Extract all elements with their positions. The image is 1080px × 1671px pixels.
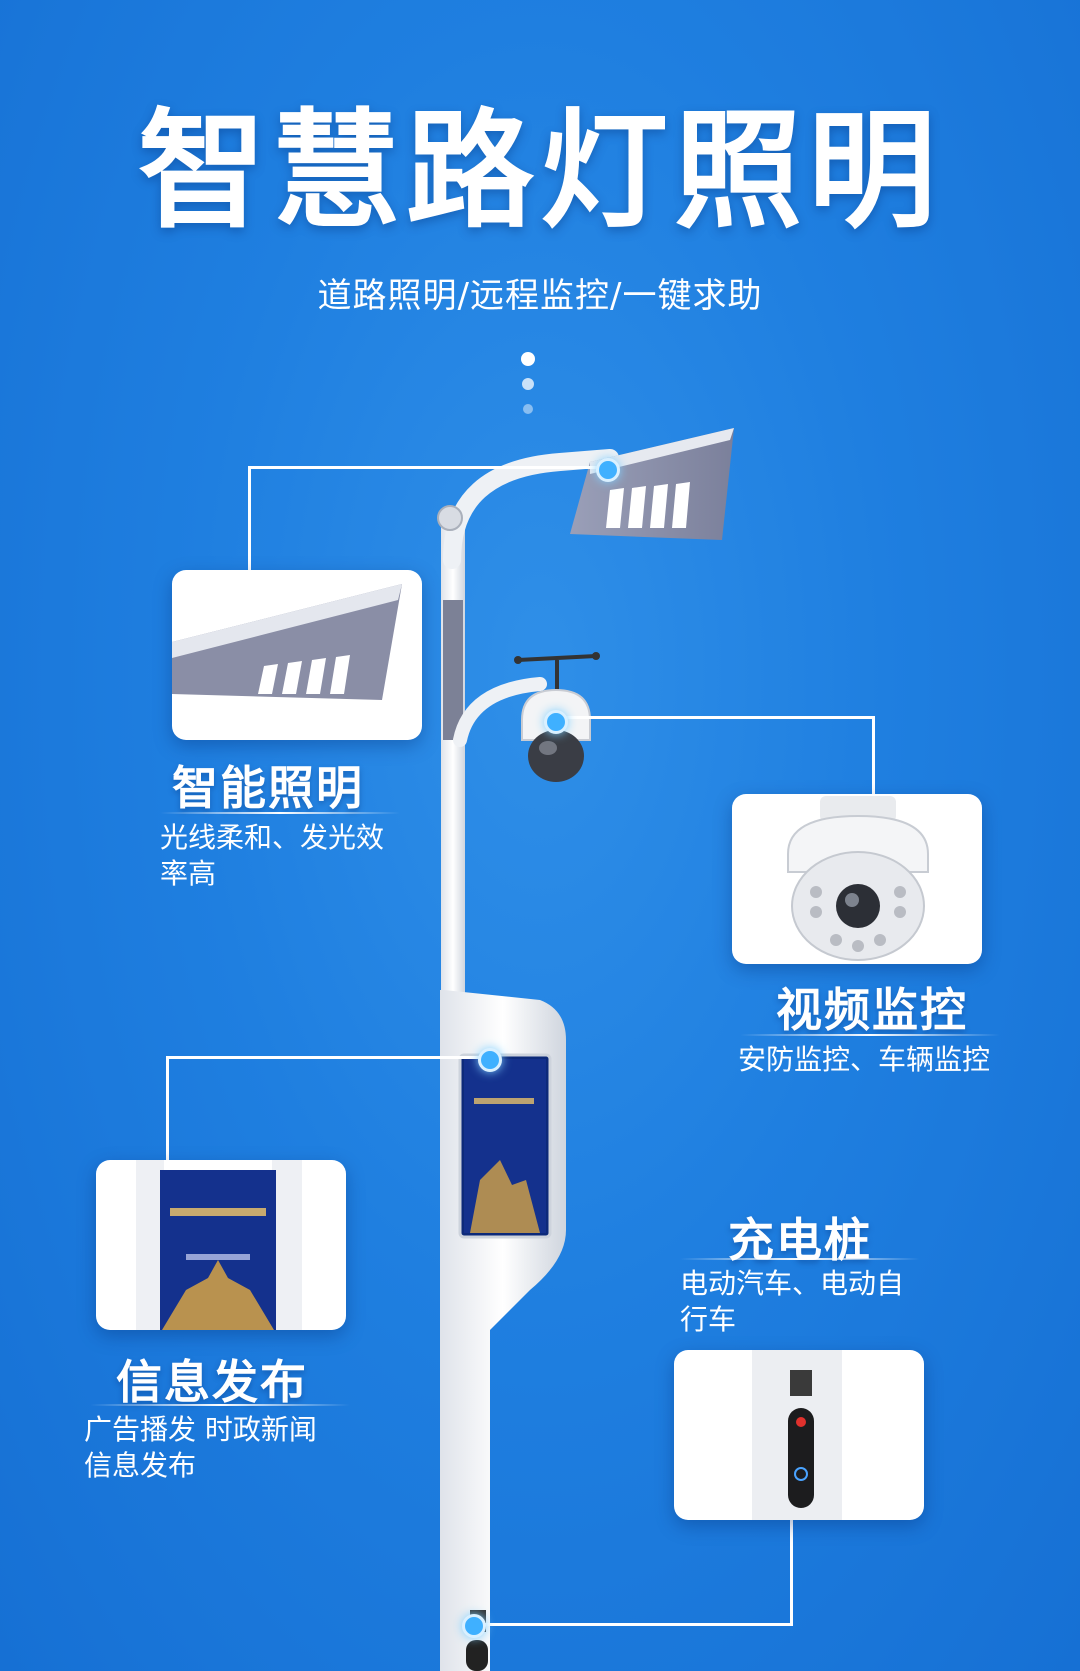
lighting-title-underline bbox=[160, 812, 400, 814]
charging-title-underline bbox=[680, 1258, 920, 1260]
info-desc-line-2: 信息发布 bbox=[84, 1449, 197, 1482]
charging-desc-line-2: 行车 bbox=[680, 1303, 737, 1336]
screen-node bbox=[478, 1048, 502, 1072]
connector-info-h bbox=[166, 1056, 486, 1059]
connector-video-h bbox=[556, 716, 874, 719]
info-image-card bbox=[96, 1160, 346, 1330]
lighting-desc-line-1: 光线柔和、发光效 bbox=[160, 821, 385, 854]
charging-desc-line-1: 电动汽车、电动自 bbox=[680, 1267, 905, 1300]
connector-info-v bbox=[166, 1056, 169, 1160]
page-subtitle: 道路照明/远程监控/一键求助 bbox=[317, 276, 763, 316]
info-title-underline bbox=[90, 1404, 350, 1406]
connector-charging-v bbox=[790, 1520, 793, 1626]
scroll-dot-3 bbox=[523, 404, 533, 414]
lighting-desc-line-2: 率高 bbox=[160, 857, 217, 890]
page-title: 智慧路灯照明 bbox=[137, 97, 942, 246]
info-desc-line-1: 广告播发 时政新闻 bbox=[84, 1413, 317, 1446]
video-title: 视频监控 bbox=[776, 983, 968, 1037]
charging-image-card bbox=[674, 1350, 924, 1520]
lamp-node bbox=[596, 458, 620, 482]
video-image-card bbox=[732, 794, 982, 964]
camera-node bbox=[544, 710, 568, 734]
connector-lighting-v bbox=[248, 466, 251, 570]
charging-title: 充电桩 bbox=[728, 1213, 872, 1267]
info-title: 信息发布 bbox=[116, 1355, 308, 1409]
connector-video-v bbox=[872, 716, 875, 796]
connector-lighting-h bbox=[248, 466, 604, 469]
street-lamp-head-icon bbox=[172, 584, 402, 700]
lighting-image-card bbox=[172, 570, 422, 740]
scroll-dot-1 bbox=[521, 352, 535, 366]
connector-charging-h bbox=[470, 1623, 793, 1626]
lighting-title: 智能照明 bbox=[172, 761, 364, 815]
dome-camera-icon bbox=[787, 796, 929, 961]
charger-node bbox=[462, 1614, 486, 1638]
scroll-dot-2 bbox=[522, 378, 534, 390]
charging-pile-icon bbox=[752, 1350, 842, 1520]
display-screen-icon bbox=[136, 1160, 302, 1330]
video-title-underline bbox=[740, 1034, 1000, 1036]
video-desc-line-1: 安防监控、车辆监控 bbox=[738, 1043, 991, 1076]
